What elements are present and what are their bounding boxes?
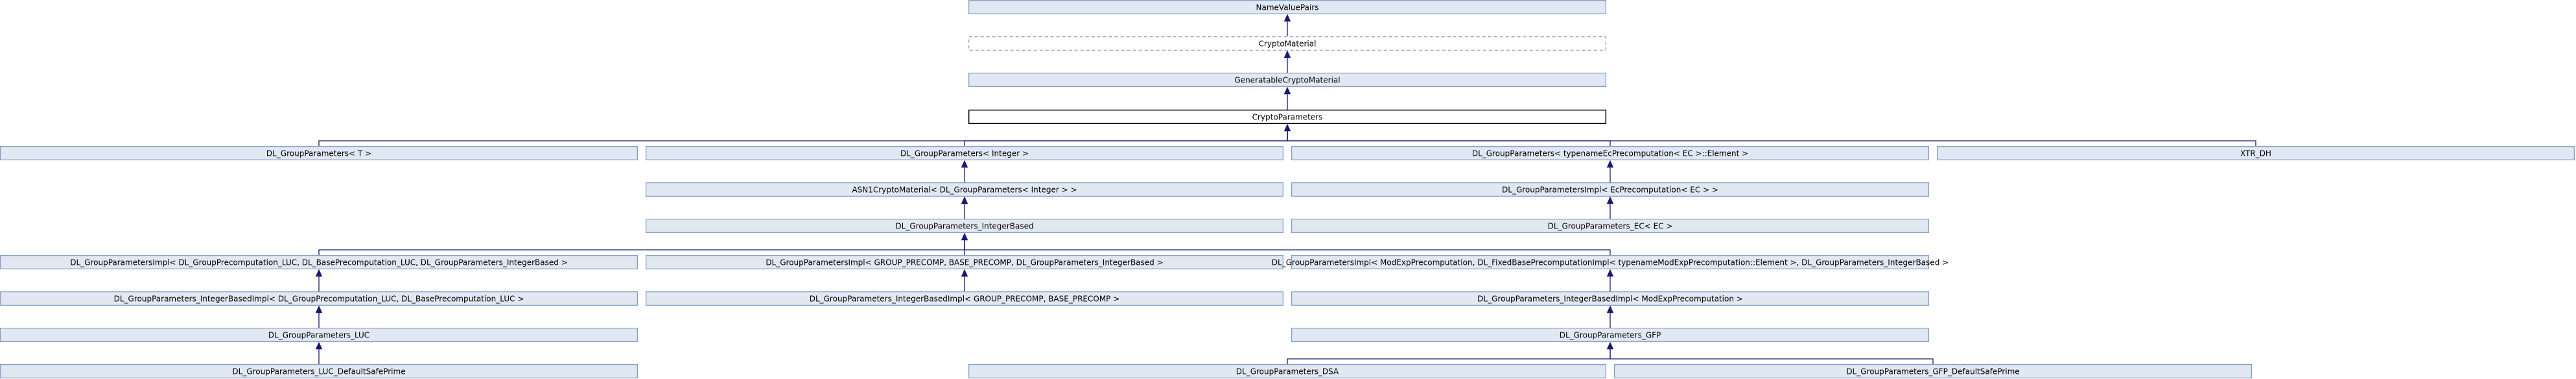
inheritance-edge-xtr-to-cp	[1287, 130, 2256, 146]
class-node-box	[0, 327, 638, 342]
class-node-box	[968, 0, 1607, 15]
class-node-label: DL_GroupParameters_GFP_DefaultSafePrime	[1846, 367, 2019, 376]
class-node-box	[968, 73, 1607, 88]
inheritance-arrowhead-luc	[315, 341, 323, 350]
inheritance-arrowhead-dlgpecel	[1606, 160, 1614, 168]
class-node-implluc[interactable]: DL_GroupParametersImpl< DL_GroupPrecompu…	[0, 254, 638, 269]
inheritance-edge-dlgpecel-to-cp	[1287, 130, 1611, 146]
class-node-box	[1291, 254, 1930, 269]
class-node-ibigroup[interactable]: DL_GroupParameters_IntegerBasedImpl< GRO…	[646, 291, 1284, 306]
class-node-label: DL_GroupParameters_LUC	[268, 331, 369, 340]
class-node-box	[646, 218, 1284, 233]
class-node-box	[968, 109, 1607, 125]
class-node-ibimodexp[interactable]: DL_GroupParameters_IntegerBasedImpl< Mod…	[1291, 291, 1930, 306]
class-node-label: DL_GroupParameters< typenameEcPrecomputa…	[1472, 149, 1748, 158]
class-node-gfpsafe[interactable]: DL_GroupParameters_GFP_DefaultSafePrime	[1613, 364, 2252, 379]
class-node-box	[646, 145, 1284, 160]
class-node-box	[968, 36, 1607, 51]
class-node-box	[1936, 145, 2575, 160]
inheritance-arrowhead-implgrouppre	[961, 269, 968, 277]
inheritance-arrowhead-implluc	[315, 269, 323, 277]
inheritance-edge-implmodexp-to-intbased	[964, 239, 1611, 255]
inheritance-edges	[315, 14, 2256, 364]
class-node-asn1[interactable]: ASN1CryptoMaterial< DL_GroupParameters< …	[646, 182, 1284, 197]
inheritance-arrowhead-gfp	[1606, 341, 1614, 350]
class-node-box	[646, 182, 1284, 197]
class-node-label: DL_GroupParameters_EC< EC >	[1548, 222, 1673, 231]
class-node-label: DL_GroupParametersImpl< GROUP_PRECOMP, B…	[766, 258, 1163, 267]
inheritance-arrowhead-cp	[1283, 123, 1291, 132]
class-node-label: DL_GroupParameters_IntegerBasedImpl< DL_…	[114, 295, 524, 304]
class-node-implmodexp[interactable]: DL_GroupParametersImpl< ModExpPrecomputa…	[1272, 254, 1949, 269]
class-node-label: DL_GroupParametersImpl< EcPrecomputation…	[1502, 186, 1718, 195]
inheritance-arrowhead-ibiluc	[315, 305, 323, 313]
inheritance-edge-dlgpint-to-cp	[964, 130, 1288, 146]
class-node-box	[1291, 182, 1930, 197]
class-node-luc[interactable]: DL_GroupParameters_LUC	[0, 327, 638, 342]
class-node-intbased[interactable]: DL_GroupParameters_IntegerBased	[646, 218, 1284, 233]
class-node-dlgpecel[interactable]: DL_GroupParameters< typenameEcPrecomputa…	[1291, 145, 1930, 160]
class-node-label: DL_GroupParameters_IntegerBasedImpl< GRO…	[810, 295, 1120, 304]
class-node-box	[1291, 218, 1930, 233]
inheritance-arrowhead-ibimodexp	[1606, 305, 1614, 313]
class-node-label: DL_GroupParameters< T >	[266, 149, 371, 158]
class-node-label: NameValuePairs	[1256, 3, 1319, 12]
class-node-lucsafe[interactable]: DL_GroupParameters_LUC_DefaultSafePrime	[0, 364, 638, 379]
inheritance-arrowhead-dlgpint	[961, 160, 968, 168]
inheritance-arrowhead-cm	[1283, 50, 1291, 58]
class-node-label: DL_GroupParametersImpl< DL_GroupPrecompu…	[70, 258, 568, 267]
class-node-label: DL_GroupParameters_IntegerBasedImpl< Mod…	[1477, 295, 1743, 304]
class-node-label: XTR_DH	[2240, 149, 2271, 158]
class-node-box	[1613, 364, 2252, 379]
inheritance-arrowhead-implec	[1606, 196, 1614, 204]
class-node-nvp[interactable]: NameValuePairs	[968, 0, 1607, 15]
class-node-box	[0, 364, 638, 379]
inheritance-arrowhead-implmodexp	[1606, 269, 1614, 277]
class-node-implec[interactable]: DL_GroupParametersImpl< EcPrecomputation…	[1291, 182, 1930, 197]
class-node-gpec[interactable]: DL_GroupParameters_EC< EC >	[1291, 218, 1930, 233]
inheritance-edge-gfpsafe-to-gfp	[1610, 348, 1934, 364]
class-node-box	[968, 364, 1607, 379]
class-node-box	[1291, 327, 1930, 342]
inheritance-arrowhead-gcm	[1283, 86, 1291, 95]
class-node-label: DL_GroupParameters_LUC_DefaultSafePrime	[232, 367, 405, 376]
class-node-label: DL_GroupParameters_DSA	[1236, 367, 1339, 376]
class-node-dlgpint[interactable]: DL_GroupParameters< Integer >	[646, 145, 1284, 160]
inheritance-arrowhead-intbased	[961, 232, 968, 241]
class-node-label: DL_GroupParametersImpl< ModExpPrecomputa…	[1272, 258, 1949, 267]
class-node-box	[1291, 291, 1930, 306]
class-node-label: DL_GroupParameters< Integer >	[900, 149, 1029, 158]
class-node-label: ASN1CryptoMaterial< DL_GroupParameters< …	[852, 186, 1077, 195]
inheritance-arrowhead-nvp	[1283, 14, 1291, 22]
class-node-cm[interactable]: CryptoMaterial	[968, 36, 1607, 51]
class-node-dlgpt[interactable]: DL_GroupParameters< T >	[0, 145, 638, 160]
class-node-box	[0, 291, 638, 306]
class-node-label: DL_GroupParameters_IntegerBased	[895, 222, 1033, 231]
inheritance-arrowhead-asn1	[961, 196, 968, 204]
class-node-gcm[interactable]: GeneratableCryptoMaterial	[968, 73, 1607, 88]
class-node-box	[1291, 145, 1930, 160]
class-node-box	[0, 145, 638, 160]
class-node-label: CryptoMaterial	[1259, 40, 1317, 49]
class-node-gfp[interactable]: DL_GroupParameters_GFP	[1291, 327, 1930, 342]
inheritance-edge-dsa-to-gfp	[1287, 348, 1611, 364]
class-node-cp[interactable]: CryptoParameters	[968, 109, 1607, 125]
class-node-label: GeneratableCryptoMaterial	[1234, 76, 1340, 85]
class-node-label: DL_GroupParameters_GFP	[1560, 331, 1661, 340]
class-node-ibiluc[interactable]: DL_GroupParameters_IntegerBasedImpl< DL_…	[0, 291, 638, 306]
class-node-box	[646, 254, 1284, 269]
class-node-box	[0, 254, 638, 269]
class-node-implgrouppre[interactable]: DL_GroupParametersImpl< GROUP_PRECOMP, B…	[646, 254, 1284, 269]
class-node-xtr[interactable]: XTR_DH	[1936, 145, 2575, 160]
inheritance-edge-implluc-to-intbased	[318, 239, 965, 255]
class-node-label: CryptoParameters	[1252, 113, 1323, 122]
class-node-box	[646, 291, 1284, 306]
class-node-dsa[interactable]: DL_GroupParameters_DSA	[968, 364, 1607, 379]
inheritance-edge-dlgpt-to-cp	[318, 130, 1288, 146]
